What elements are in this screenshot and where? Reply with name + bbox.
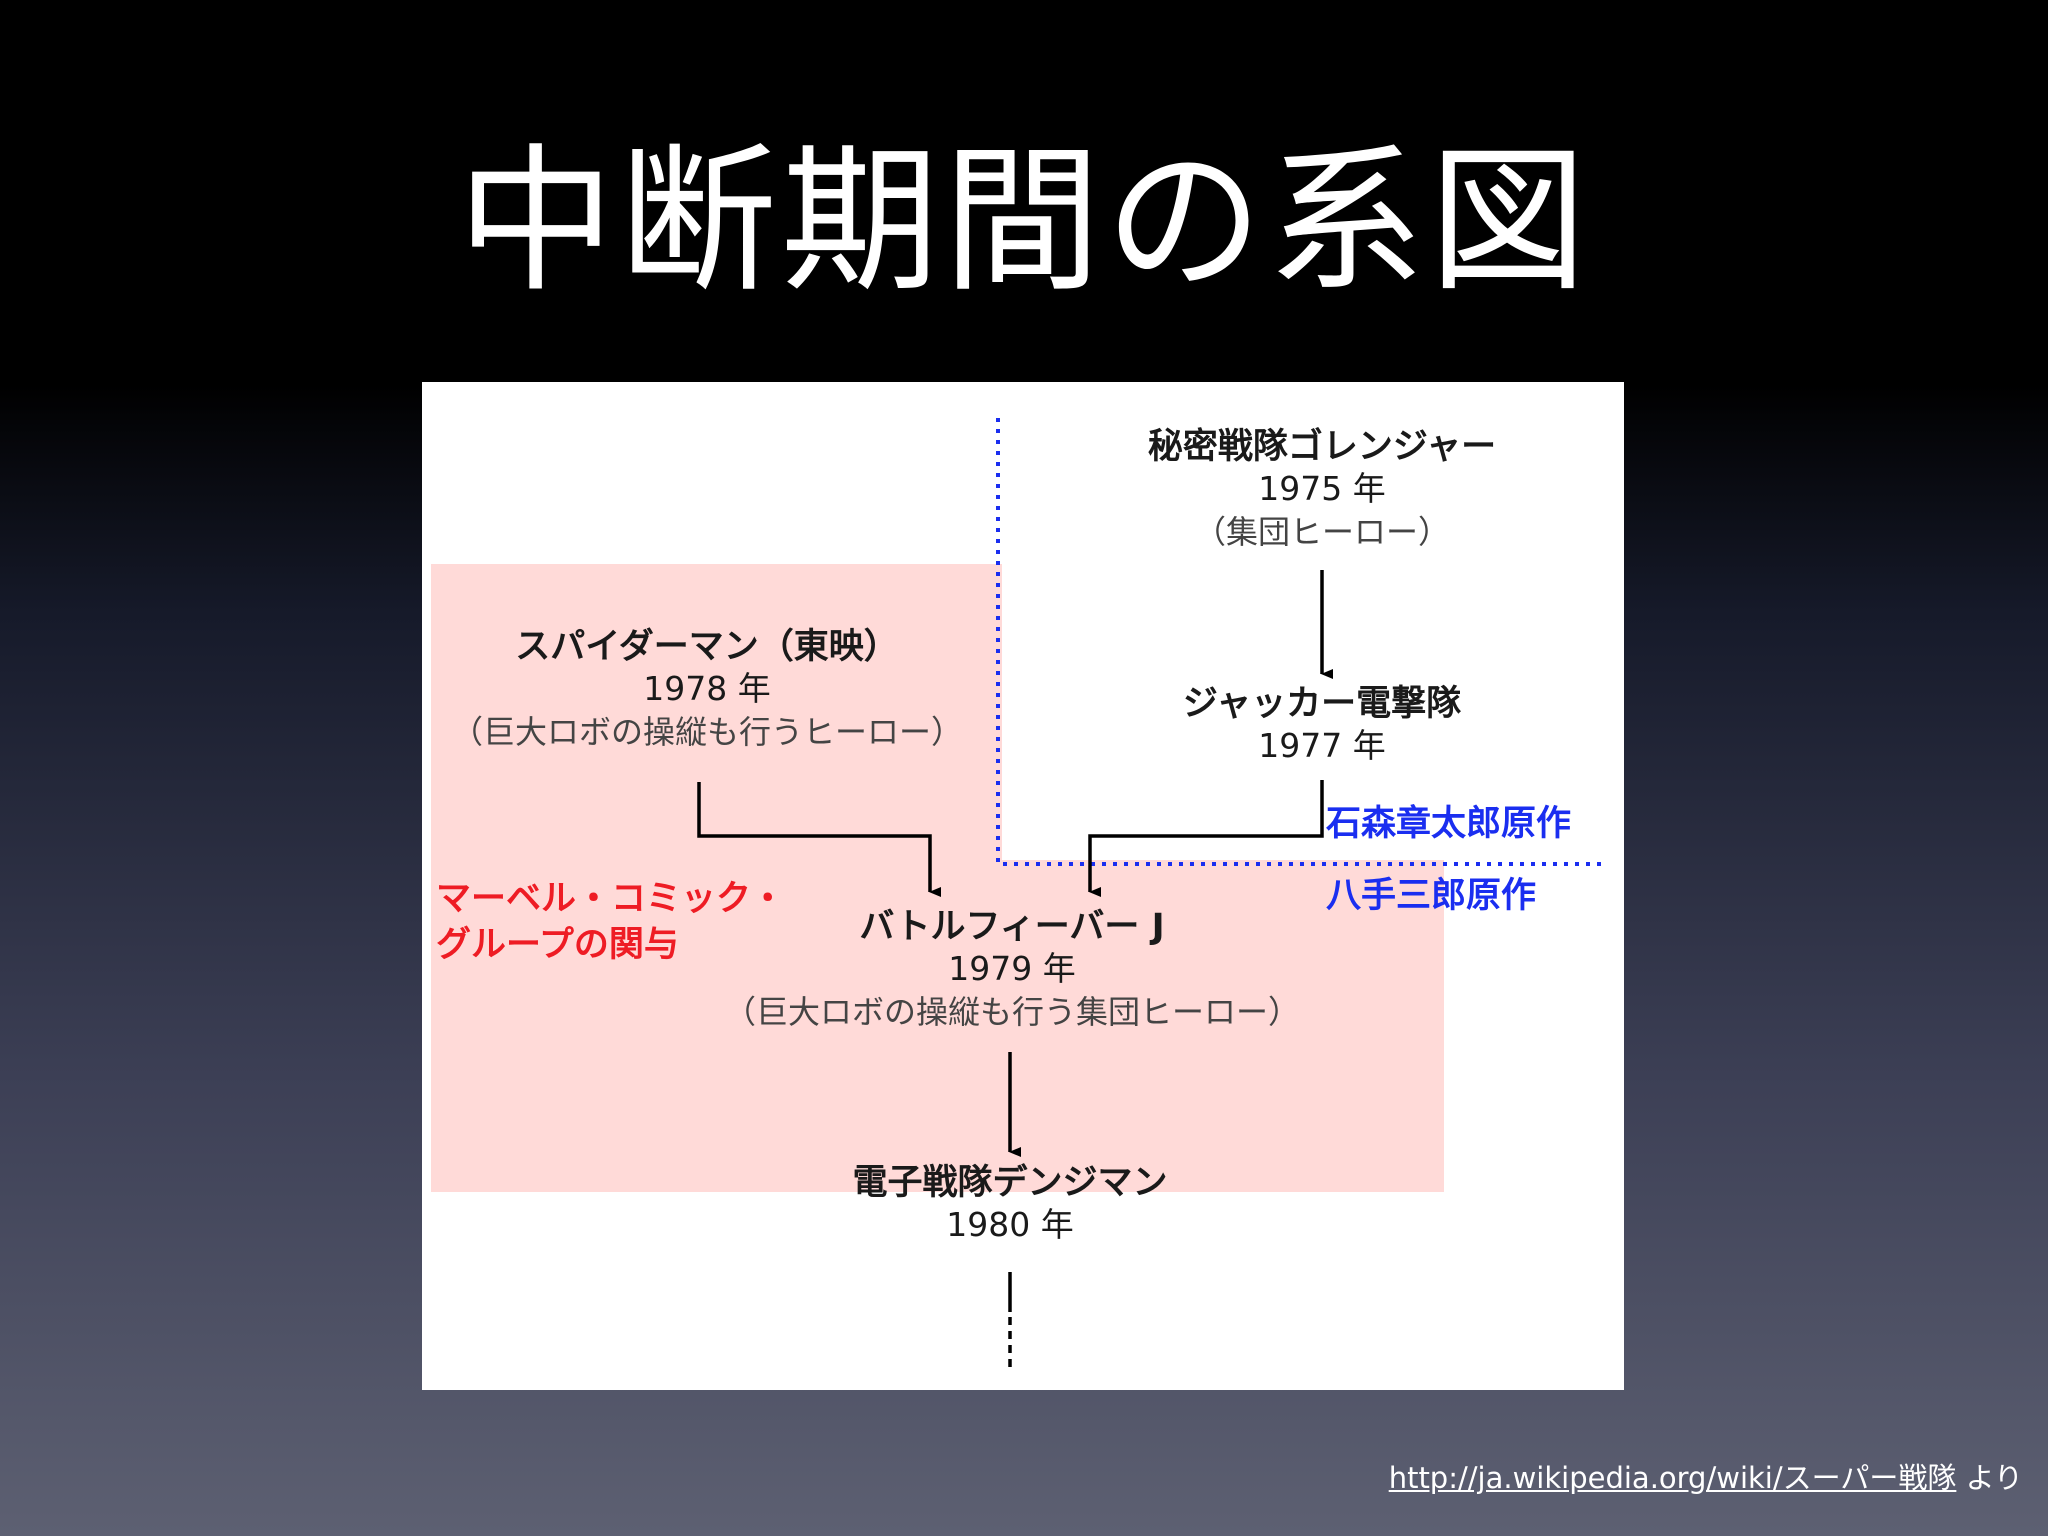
node-jakq-name: ジャッカー電撃隊	[1182, 684, 1462, 724]
slide-title: 中断期間の系図	[457, 130, 1591, 314]
lineage-diagram: 秘密戦隊ゴレンジャー 1975 年 （集団ヒーロー） ジャッカー電撃隊 1977…	[422, 382, 1624, 1390]
node-denjiman-name: 電子戦隊デンジマン	[852, 1163, 1168, 1203]
node-spiderman: スパイダーマン（東映） 1978 年 （巨大ロボの操縦も行うヒーロー）	[422, 626, 992, 754]
node-spiderman-desc: （巨大ロボの操縦も行うヒーロー）	[450, 713, 963, 751]
marvel-label: マーベル・コミック・ グループの関与	[436, 876, 785, 968]
node-spiderman-year: 1978 年	[643, 669, 771, 708]
source-suffix: より	[1956, 1461, 2023, 1495]
node-battlefever: バトルフィーバー J 1979 年 （巨大ロボの操縦も行う集団ヒーロー）	[682, 906, 1342, 1034]
source-link[interactable]: http://ja.wikipedia.org/wiki/スーパー戦隊	[1388, 1461, 1957, 1495]
node-jakq-year: 1977 年	[1258, 726, 1386, 765]
node-goranger: 秘密戦隊ゴレンジャー 1975 年 （集団ヒーロー）	[1122, 426, 1522, 554]
node-battlefever-name: バトルフィーバー J	[859, 907, 1165, 947]
ishinomori-label: 石森章太郎原作	[1326, 804, 1572, 844]
source-citation: http://ja.wikipedia.org/wiki/スーパー戦隊 より	[1389, 1458, 2023, 1498]
marvel-region-upper	[431, 564, 1002, 910]
diagram-connectors	[697, 418, 1606, 1367]
marvel-label-line1: マーベル・コミック・	[436, 879, 786, 919]
node-goranger-desc: （集団ヒーロー）	[1193, 513, 1450, 551]
marvel-label-line2: グループの関与	[436, 925, 679, 965]
marvel-region-lower	[431, 860, 1444, 1192]
hatte-label: 八手三郎原作	[1326, 876, 1537, 916]
node-goranger-name: 秘密戦隊ゴレンジャー	[1147, 427, 1497, 467]
node-battlefever-year: 1979 年	[948, 949, 1076, 988]
node-denjiman-year: 1980 年	[946, 1205, 1074, 1244]
node-denjiman: 電子戦隊デンジマン 1980 年	[810, 1162, 1210, 1246]
node-battlefever-desc: （巨大ロボの操縦も行う集団ヒーロー）	[723, 993, 1300, 1031]
node-spiderman-name: スパイダーマン（東映）	[515, 627, 899, 667]
arrow-spiderman-to-battlefever	[697, 782, 941, 897]
node-jakq: ジャッカー電撃隊 1977 年	[1122, 683, 1522, 767]
arrow-jakq-to-battlefever	[1088, 780, 1324, 897]
node-goranger-year: 1975 年	[1258, 469, 1386, 508]
